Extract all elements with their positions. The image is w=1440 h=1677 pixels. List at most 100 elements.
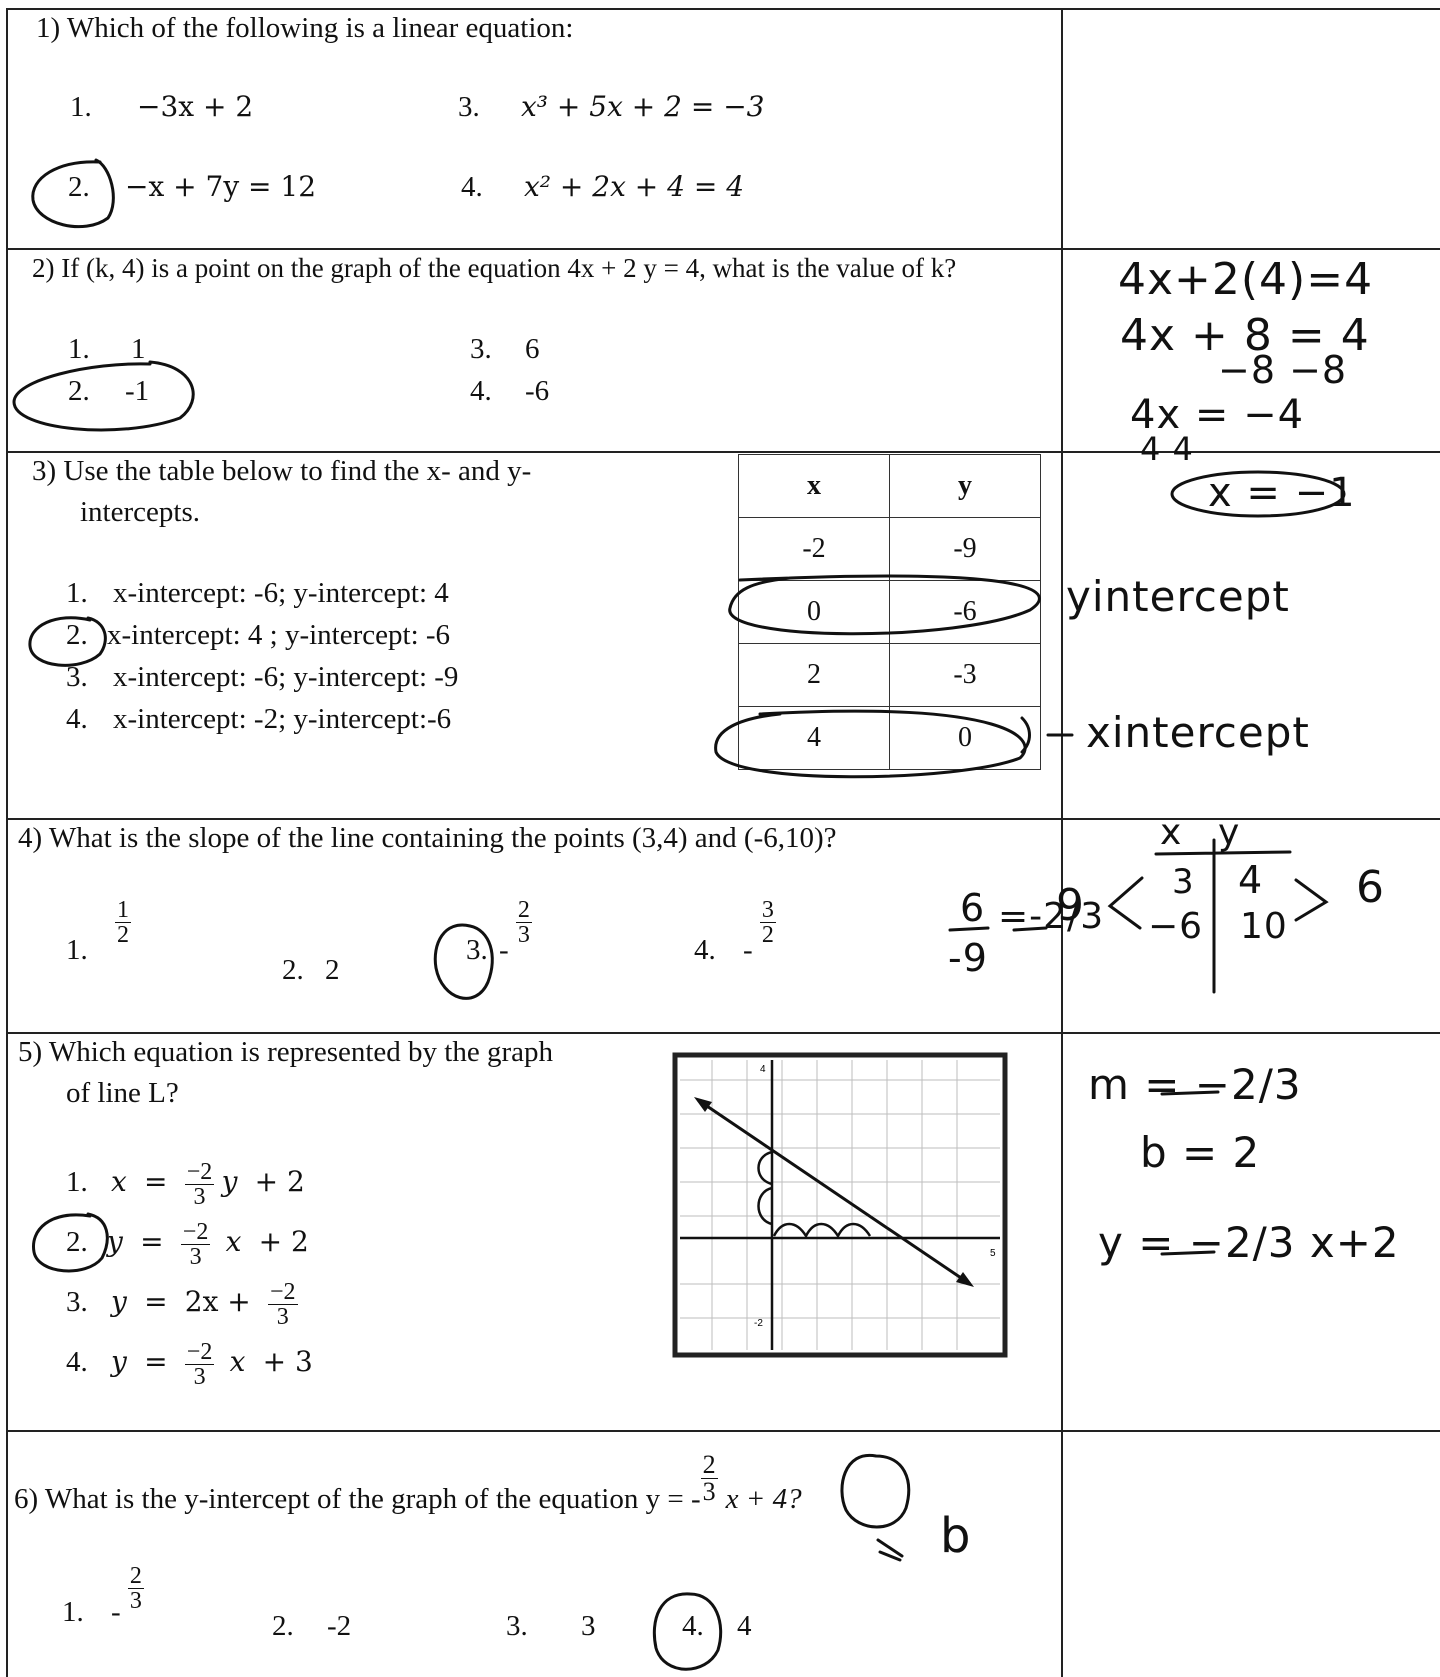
q3-choice-3[interactable]: 3. x-intercept: -6; y-intercept: -9	[66, 661, 458, 694]
choice-number: 2.	[66, 619, 88, 651]
q6-arrow-to-b	[876, 1538, 904, 1562]
q2-choice-1[interactable]: 1. 1	[68, 333, 146, 366]
work-result: =-2/3	[998, 896, 1105, 937]
choice-text: x³ + 5x + 2 = −3	[521, 90, 765, 123]
denominator: 3	[193, 1364, 206, 1390]
choice-number: 4.	[470, 375, 492, 407]
work-line-2: 4x + 8 = 4	[1120, 310, 1370, 361]
q6-note-b: b	[940, 1508, 972, 1564]
table-cell: 2	[738, 643, 890, 707]
q2-choice-2[interactable]: 2. -1	[68, 375, 149, 408]
border-left	[6, 8, 8, 1677]
table-cell: 0	[738, 580, 890, 644]
y-intercept-note: yintercept	[1066, 572, 1290, 621]
q6-choice-3[interactable]: 3. 3	[506, 1610, 596, 1643]
choice-number: 3.	[506, 1610, 528, 1642]
table-cell: 4	[738, 706, 890, 770]
table-row: 0 -6	[738, 580, 1041, 644]
q6-choice-4[interactable]: 4. 4	[682, 1610, 752, 1643]
equation-var: y	[221, 1165, 238, 1199]
q6-choice-1[interactable]: 1. - 2 3	[62, 1564, 144, 1629]
question-1-text: 1) Which of the following is a linear eq…	[36, 12, 574, 44]
equals-sign: =	[144, 1345, 168, 1379]
work-intercept: b = 2	[1140, 1128, 1261, 1177]
table-header-row: x y	[738, 454, 1041, 518]
choice-text: x-intercept: -6; y-intercept: 4	[113, 577, 449, 609]
arrowhead-left	[694, 1097, 712, 1112]
q2-choice-4[interactable]: 4. -6	[470, 375, 549, 408]
q5-choice-2[interactable]: 2. y = −2 3 x + 2	[66, 1220, 309, 1269]
question-2-text: 2) If (k, 4) is a point on the graph of …	[32, 253, 957, 283]
border-top	[6, 8, 1440, 10]
q1-choice-2[interactable]: 2. −x + 7y = 12	[68, 170, 316, 204]
row-divider-2	[6, 451, 1440, 453]
choice-text: x-intercept: -2; y-intercept:-6	[113, 703, 452, 735]
coefficient: −2 3	[184, 1160, 215, 1209]
choice-number: 2.	[282, 954, 304, 986]
q6-choice-2[interactable]: 2. -2	[272, 1610, 351, 1643]
row-divider-1	[6, 248, 1440, 250]
q3-choice-2[interactable]: 2. x-intercept: 4 ; y-intercept: -6	[66, 619, 450, 652]
choice-fraction: 1 2	[115, 898, 131, 947]
column-divider	[1061, 8, 1063, 1677]
equals-sign: =	[144, 1165, 168, 1199]
q1-choice-1[interactable]: 1. −3x + 2	[70, 90, 253, 124]
choice-number: 3.	[66, 1286, 88, 1319]
q4-work-brackets	[1107, 876, 1329, 930]
choice-number: 1.	[62, 1596, 84, 1629]
row-divider-3	[6, 818, 1440, 820]
choice-text: 3	[581, 1610, 596, 1642]
choice-fraction: 2 3	[127, 1563, 144, 1613]
choice-fraction: 3 2	[759, 897, 776, 947]
work-y2: 10	[1240, 906, 1288, 947]
equation-lhs: y	[111, 1285, 127, 1319]
line-l-graph: 4 -2 5	[672, 1052, 1008, 1358]
q4-choice-1[interactable]: 1. 1 2	[66, 898, 131, 967]
choice-number: 2.	[272, 1610, 294, 1642]
work-side-right: 6	[1356, 862, 1385, 913]
equation-pre: 2x +	[184, 1285, 251, 1319]
work-dx: -9	[948, 936, 988, 980]
q5-choice-3[interactable]: 3. y = 2x + −2 3	[66, 1280, 298, 1329]
q1-choice-3[interactable]: 3. x³ + 5x + 2 = −3	[458, 90, 765, 124]
choice-text: -2	[327, 1610, 352, 1642]
question-6-line: 6) What is the y-intercept of the graph …	[14, 1452, 802, 1516]
q4-choice-2[interactable]: 2. 2	[282, 954, 340, 987]
x-intercept-note: xintercept	[1086, 708, 1310, 757]
choice-fraction: 2 3	[515, 898, 532, 947]
numerator: −2	[268, 1279, 298, 1305]
equation-lhs: x	[111, 1165, 127, 1199]
row-divider-4	[6, 1032, 1440, 1034]
q5-choice-4[interactable]: 4. y = −2 3 x + 3	[66, 1340, 313, 1389]
q4-choice-4[interactable]: 4. - 3 2	[694, 898, 776, 967]
choice-number: 1.	[70, 91, 92, 123]
choice-number: 4.	[66, 1346, 88, 1379]
work-head-y: y	[1218, 812, 1241, 853]
question-6-tail: x + 4?	[725, 1483, 802, 1515]
question-6-text: 6) What is the y-intercept of the graph …	[14, 1483, 701, 1515]
choice-sign: -	[499, 934, 509, 967]
coefficient: −2 3	[184, 1340, 215, 1390]
table-row: 2 -3	[738, 643, 1041, 707]
equation-tail: + 2	[254, 1165, 305, 1199]
q4-choice-3[interactable]: 3. - 2 3	[466, 898, 532, 967]
table-cell: -9	[889, 517, 1041, 581]
q3-choice-1[interactable]: 1. x-intercept: -6; y-intercept: 4	[66, 577, 449, 610]
question-5-text-line-2: of line L?	[66, 1077, 179, 1109]
q1-choice-4[interactable]: 4. x² + 2x + 4 = 4	[461, 170, 744, 204]
work-x2: −6	[1148, 906, 1204, 947]
work-equation: y = −2/3 x+2	[1098, 1218, 1400, 1267]
q2-choice-3[interactable]: 3. 6	[470, 333, 540, 366]
q6-question-circle	[840, 1453, 911, 1529]
numerator: 2	[127, 1563, 144, 1589]
line-l	[697, 1098, 971, 1286]
choice-number: 3.	[66, 661, 88, 693]
denominator: 3	[702, 1477, 716, 1506]
table-cell: -3	[889, 643, 1041, 707]
q3-choice-4[interactable]: 4. x-intercept: -2; y-intercept:-6	[66, 703, 451, 736]
choice-text: −3x + 2	[137, 90, 254, 123]
numerator: 3	[759, 897, 776, 923]
work-answer: x = −1	[1208, 470, 1356, 516]
equation-tail: + 2	[258, 1225, 309, 1259]
q5-choice-1[interactable]: 1. x = −2 3 y + 2	[66, 1160, 305, 1209]
